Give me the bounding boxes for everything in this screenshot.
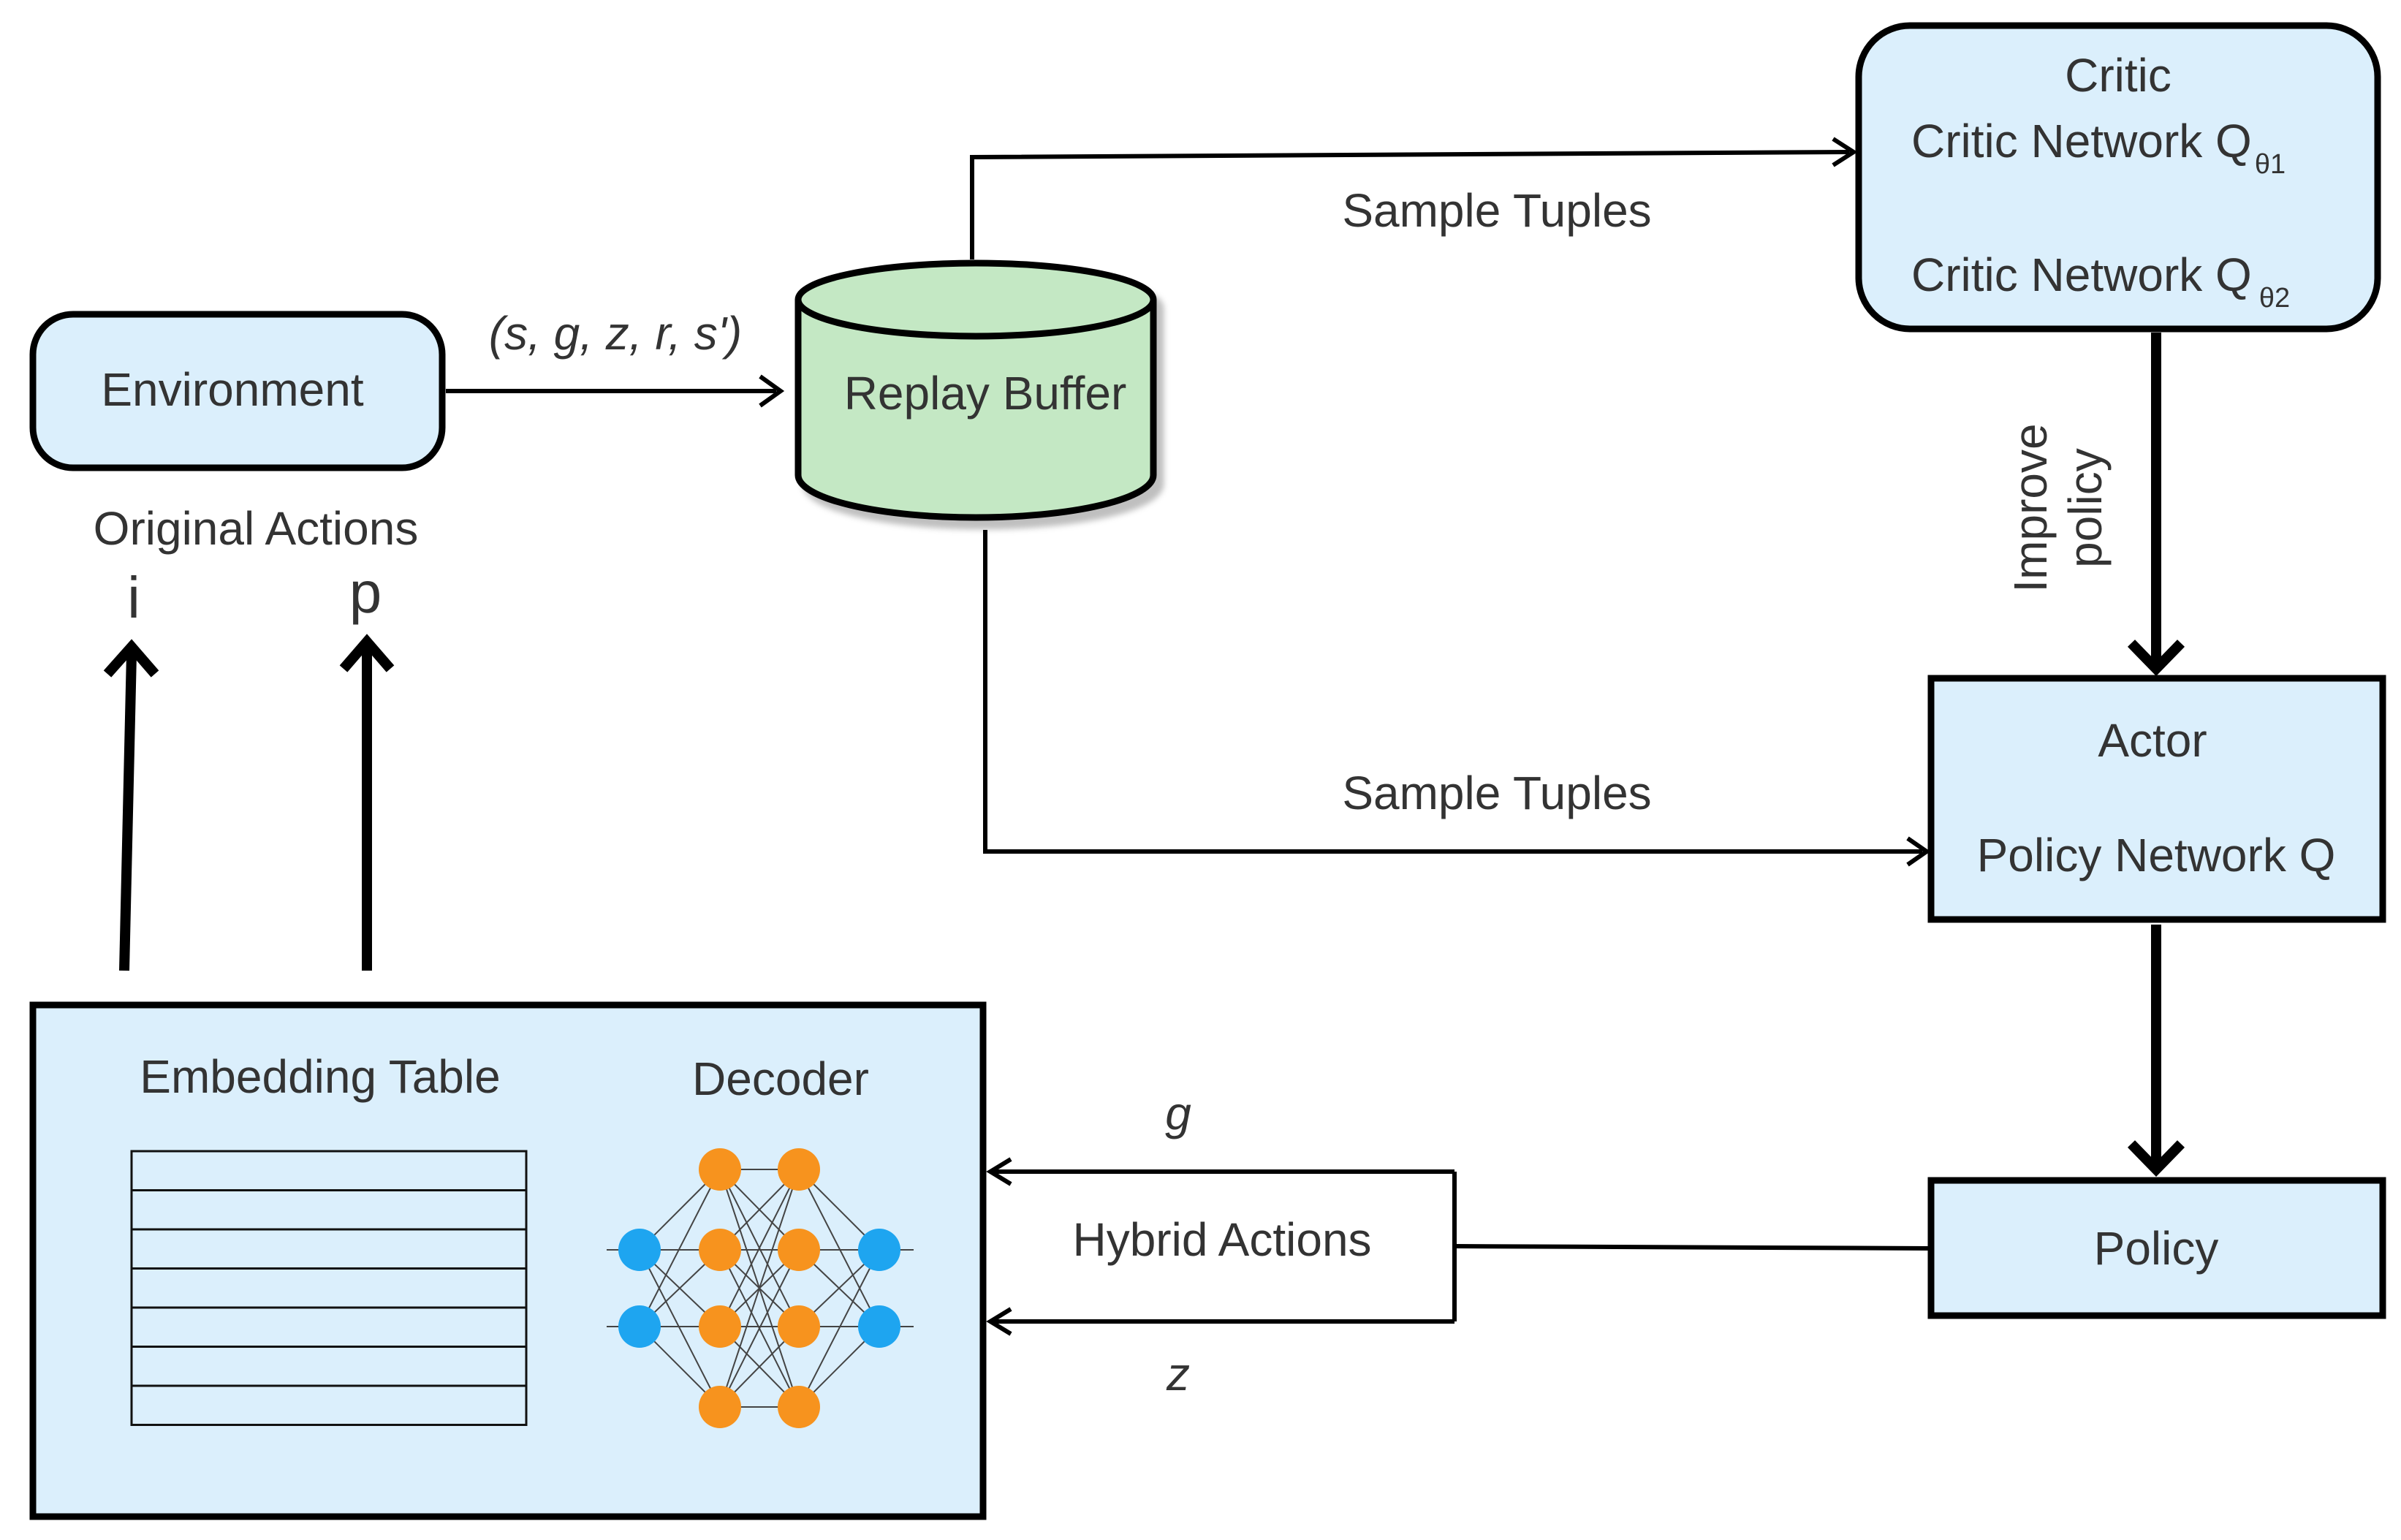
sample-tuples-bottom-label: Sample Tuples [1342,767,1651,819]
edge-buffer-to-actor: Sample Tuples [983,530,1931,867]
decoder-edge [639,1249,721,1408]
decoder-neuron [858,1229,900,1271]
critic-network-2-sub: θ2 [2259,283,2290,314]
decoder-edge [719,1169,800,1408]
decoder-neuron [778,1386,820,1428]
decoder-neuron [699,1305,741,1348]
environment-label: Environment [101,363,364,416]
policy-label: Policy [2094,1222,2219,1275]
replay-buffer-top [794,259,1157,340]
improve-label-line1: Improve [2004,423,2057,592]
policy-network-label: Policy Network Q [1977,829,2336,881]
decoder-edge [719,1169,800,1327]
decoder-neuron [858,1305,900,1348]
decoder-network-nodes [618,1148,900,1428]
policy-box [1927,1177,2386,1319]
decoder-label: Decoder [692,1052,869,1105]
critic-network-1-label: Critic Network Q [1911,115,2252,167]
edge-critic-to-actor: Improve policy [2004,333,2185,677]
action-i-label: i [127,565,140,630]
decoder-neuron [699,1148,741,1191]
policy-node: Policy [1927,1177,2386,1319]
embedding-row [130,1384,528,1426]
edge-tuple-label: (s, g, z, r, s') [489,307,742,360]
edge-actor-to-policy [2127,925,2185,1177]
decoder-neuron [778,1148,820,1191]
actor-box [1927,675,2386,923]
actor-title: Actor [2098,714,2207,767]
sample-tuples-top-label: Sample Tuples [1342,184,1651,237]
hybrid-z-label: z [1166,1348,1190,1400]
embedding-table-label: Embedding Table [140,1050,500,1103]
critic-network-1-sub: θ1 [2255,149,2286,180]
critic-box [1855,22,2381,333]
edge-policy-to-decoder: Hybrid Actions g z [986,1087,1930,1400]
decoder-edge [798,1249,880,1408]
decoder-edge [639,1169,721,1327]
edge-buffer-to-critic: Sample Tuples [970,137,1858,259]
original-actions-label: Original Actions [94,502,419,555]
decoder-neuron [618,1305,661,1348]
decoder-neuron [778,1305,820,1348]
embedding-table [130,1150,528,1426]
environment-node: Environment [29,311,446,471]
decoder-neuron [699,1229,741,1271]
critic-title: Critic [2065,49,2171,102]
original-actions: Original Actions i p [94,502,419,971]
embedding-decoder-node: Embedding Table Decoder [29,1001,987,1520]
critic-network-2-label: Critic Network Q [1911,249,2252,301]
arrow-to-i [119,653,137,971]
action-p-label: p [349,560,382,625]
actor-node: Actor Policy Network Q [1927,675,2386,923]
hybrid-g-label: g [1165,1087,1191,1139]
decoder-neuron [618,1229,661,1271]
replay-buffer-node [794,259,1157,521]
replay-buffer-body [794,300,1157,521]
replay-buffer-label: Replay Buffer [844,367,1127,420]
decoder-edge [798,1169,880,1327]
decoder-edge [719,1249,800,1408]
environment-box [29,311,446,471]
hybrid-actions-label: Hybrid Actions [1072,1213,1371,1266]
decoder-neuron [699,1386,741,1428]
embedding-decoder-box [29,1001,987,1520]
decoder-neuron [778,1229,820,1271]
edge-environment-to-buffer: (s, g, z, r, s') [446,307,785,408]
improve-label-line2: policy [2059,448,2112,568]
